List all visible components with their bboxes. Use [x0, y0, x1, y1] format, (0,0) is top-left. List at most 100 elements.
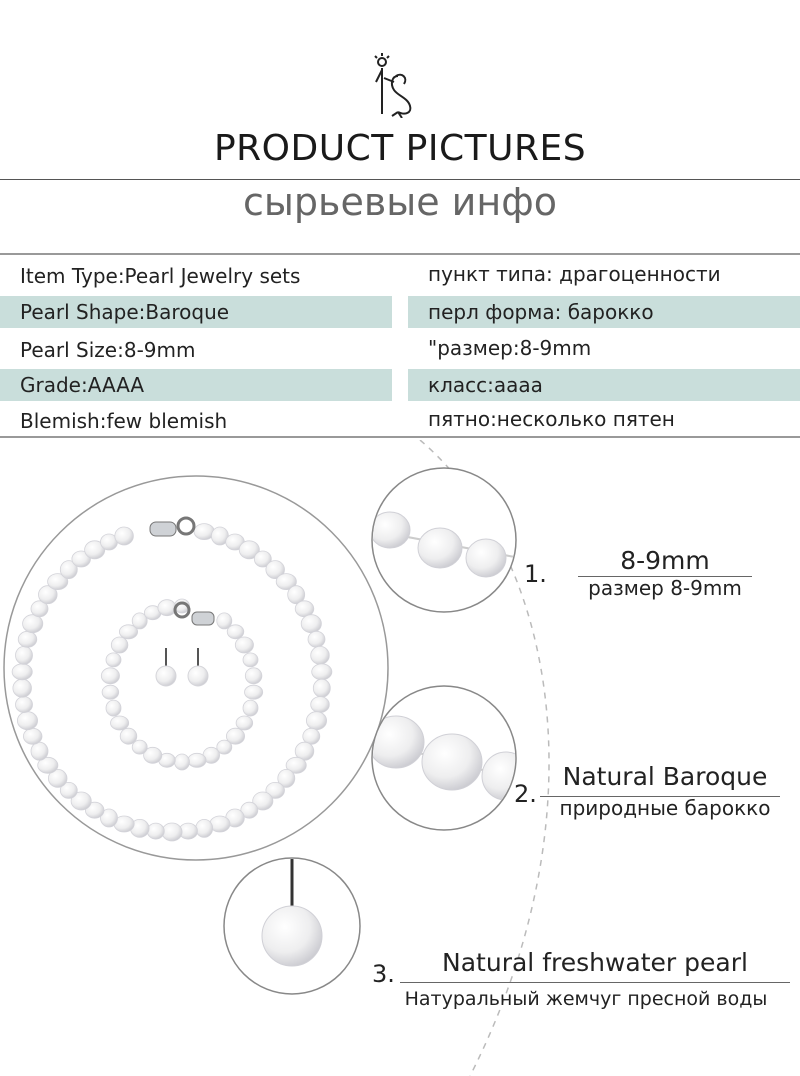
pearl — [226, 624, 245, 640]
pearl — [300, 614, 322, 634]
spec-row-right: пункт типа: драгоценности — [408, 258, 800, 290]
pearl — [110, 636, 129, 654]
feature-subtitle: размер 8-9mm — [588, 576, 742, 600]
spec-row-right: "размер:8-9mm — [408, 332, 800, 364]
pearl — [12, 678, 32, 698]
feature-divider — [578, 576, 752, 577]
pearl — [235, 715, 254, 731]
pearl-set-illustration — [3, 440, 550, 1076]
spec-row-right: перл форма: барокко — [408, 296, 800, 328]
pearl — [37, 756, 59, 774]
pearl — [70, 791, 92, 811]
feature-divider — [540, 796, 780, 797]
spec-row-right: класс:аааа — [408, 369, 800, 401]
pearl — [310, 645, 330, 665]
pearl — [47, 573, 69, 591]
spec-label: Blemish:few blemish — [20, 409, 228, 433]
page-subtitle: сырьевые инфо — [243, 180, 557, 224]
spec-row-left: Item Type:Pearl Jewelry sets — [0, 260, 392, 292]
detail-circle-shape — [371, 685, 517, 831]
pearl — [234, 636, 254, 654]
pearl — [30, 600, 49, 618]
pearl — [131, 739, 148, 755]
page-title: PRODUCT PICTURES — [213, 128, 587, 169]
necklace-clasp-icon — [149, 516, 196, 537]
feature-title: Natural Baroque — [562, 762, 768, 791]
bracelet-pearls — [100, 598, 264, 771]
pearl — [216, 739, 233, 755]
spec-label: "размер:8-9mm — [428, 336, 592, 360]
pearl — [225, 727, 245, 745]
spec-row-left: Blemish:few blemish — [0, 405, 392, 437]
spec-label: класс:аааа — [428, 373, 543, 397]
pearl — [302, 727, 321, 745]
main-circle-frame — [3, 475, 389, 861]
product-photo-area: 1. 8-9mm размер 8-9mm 2. Natural Baroque… — [0, 440, 800, 1076]
pearl — [119, 727, 138, 745]
feature-subtitle: природные барокко — [559, 796, 771, 820]
pearl — [157, 599, 177, 617]
pearl — [305, 711, 327, 731]
pearl — [240, 801, 259, 819]
pearl — [59, 560, 78, 580]
pearl — [105, 652, 122, 668]
pearl — [161, 822, 183, 842]
spec-label: Pearl Shape:Baroque — [20, 300, 230, 324]
pearl — [84, 540, 106, 560]
pearl — [114, 526, 134, 546]
spec-label: перл форма: барокко — [428, 300, 654, 324]
pearl — [143, 746, 163, 764]
pearl — [242, 652, 259, 668]
pearl — [285, 756, 307, 774]
pearl — [244, 667, 263, 685]
feature-number: 2. — [514, 780, 537, 808]
pearl — [265, 781, 285, 799]
feature-subtitle: Натуральный жемчуг пресной воды — [404, 988, 768, 1010]
pearl — [216, 612, 233, 630]
pearl — [15, 696, 33, 714]
pearl — [311, 663, 333, 681]
pearl — [277, 768, 296, 788]
pearl — [119, 624, 139, 640]
pearl — [287, 585, 306, 605]
pearl — [253, 550, 272, 568]
mermaid-logo-icon — [374, 53, 412, 118]
pearl — [23, 727, 43, 745]
earring-pearls — [155, 648, 209, 687]
pearl — [15, 645, 33, 665]
pearl — [100, 808, 118, 828]
detail-circle-earring — [223, 857, 361, 995]
detail-circle-size — [371, 467, 517, 613]
pearl — [48, 768, 68, 788]
pearl — [195, 818, 214, 838]
bracelet-clasp-icon — [173, 601, 215, 626]
pearl — [100, 667, 120, 685]
spec-row-right: пятно:несколько пятен — [408, 403, 800, 435]
pearl — [16, 711, 39, 731]
spec-label: пятно:несколько пятен — [428, 407, 675, 431]
pearl — [30, 741, 49, 761]
spec-row-left: Pearl Shape:Baroque — [0, 296, 392, 328]
pearl — [238, 540, 260, 560]
feature-title: Natural freshwater pearl — [442, 948, 748, 977]
pearl — [38, 585, 58, 605]
pearl — [187, 752, 207, 768]
pearl — [22, 614, 44, 634]
pearl — [252, 791, 274, 811]
pearl — [174, 753, 190, 771]
feature-number: 1. — [524, 560, 547, 588]
pearl — [71, 550, 91, 568]
pearl — [101, 684, 120, 700]
pearl — [110, 715, 130, 731]
pearl — [17, 630, 38, 648]
pearl — [59, 781, 78, 799]
pearl — [11, 663, 33, 681]
spec-row-left: Grade:AAAA — [0, 369, 392, 401]
spec-table: Item Type:Pearl Jewelry sets пункт типа:… — [0, 253, 800, 438]
pearl — [131, 612, 148, 630]
spec-label: Pearl Size:8-9mm — [20, 338, 196, 362]
pearl — [105, 699, 122, 717]
pearl — [242, 699, 259, 717]
feature-divider — [400, 982, 790, 983]
feature-number: 3. — [372, 960, 395, 988]
